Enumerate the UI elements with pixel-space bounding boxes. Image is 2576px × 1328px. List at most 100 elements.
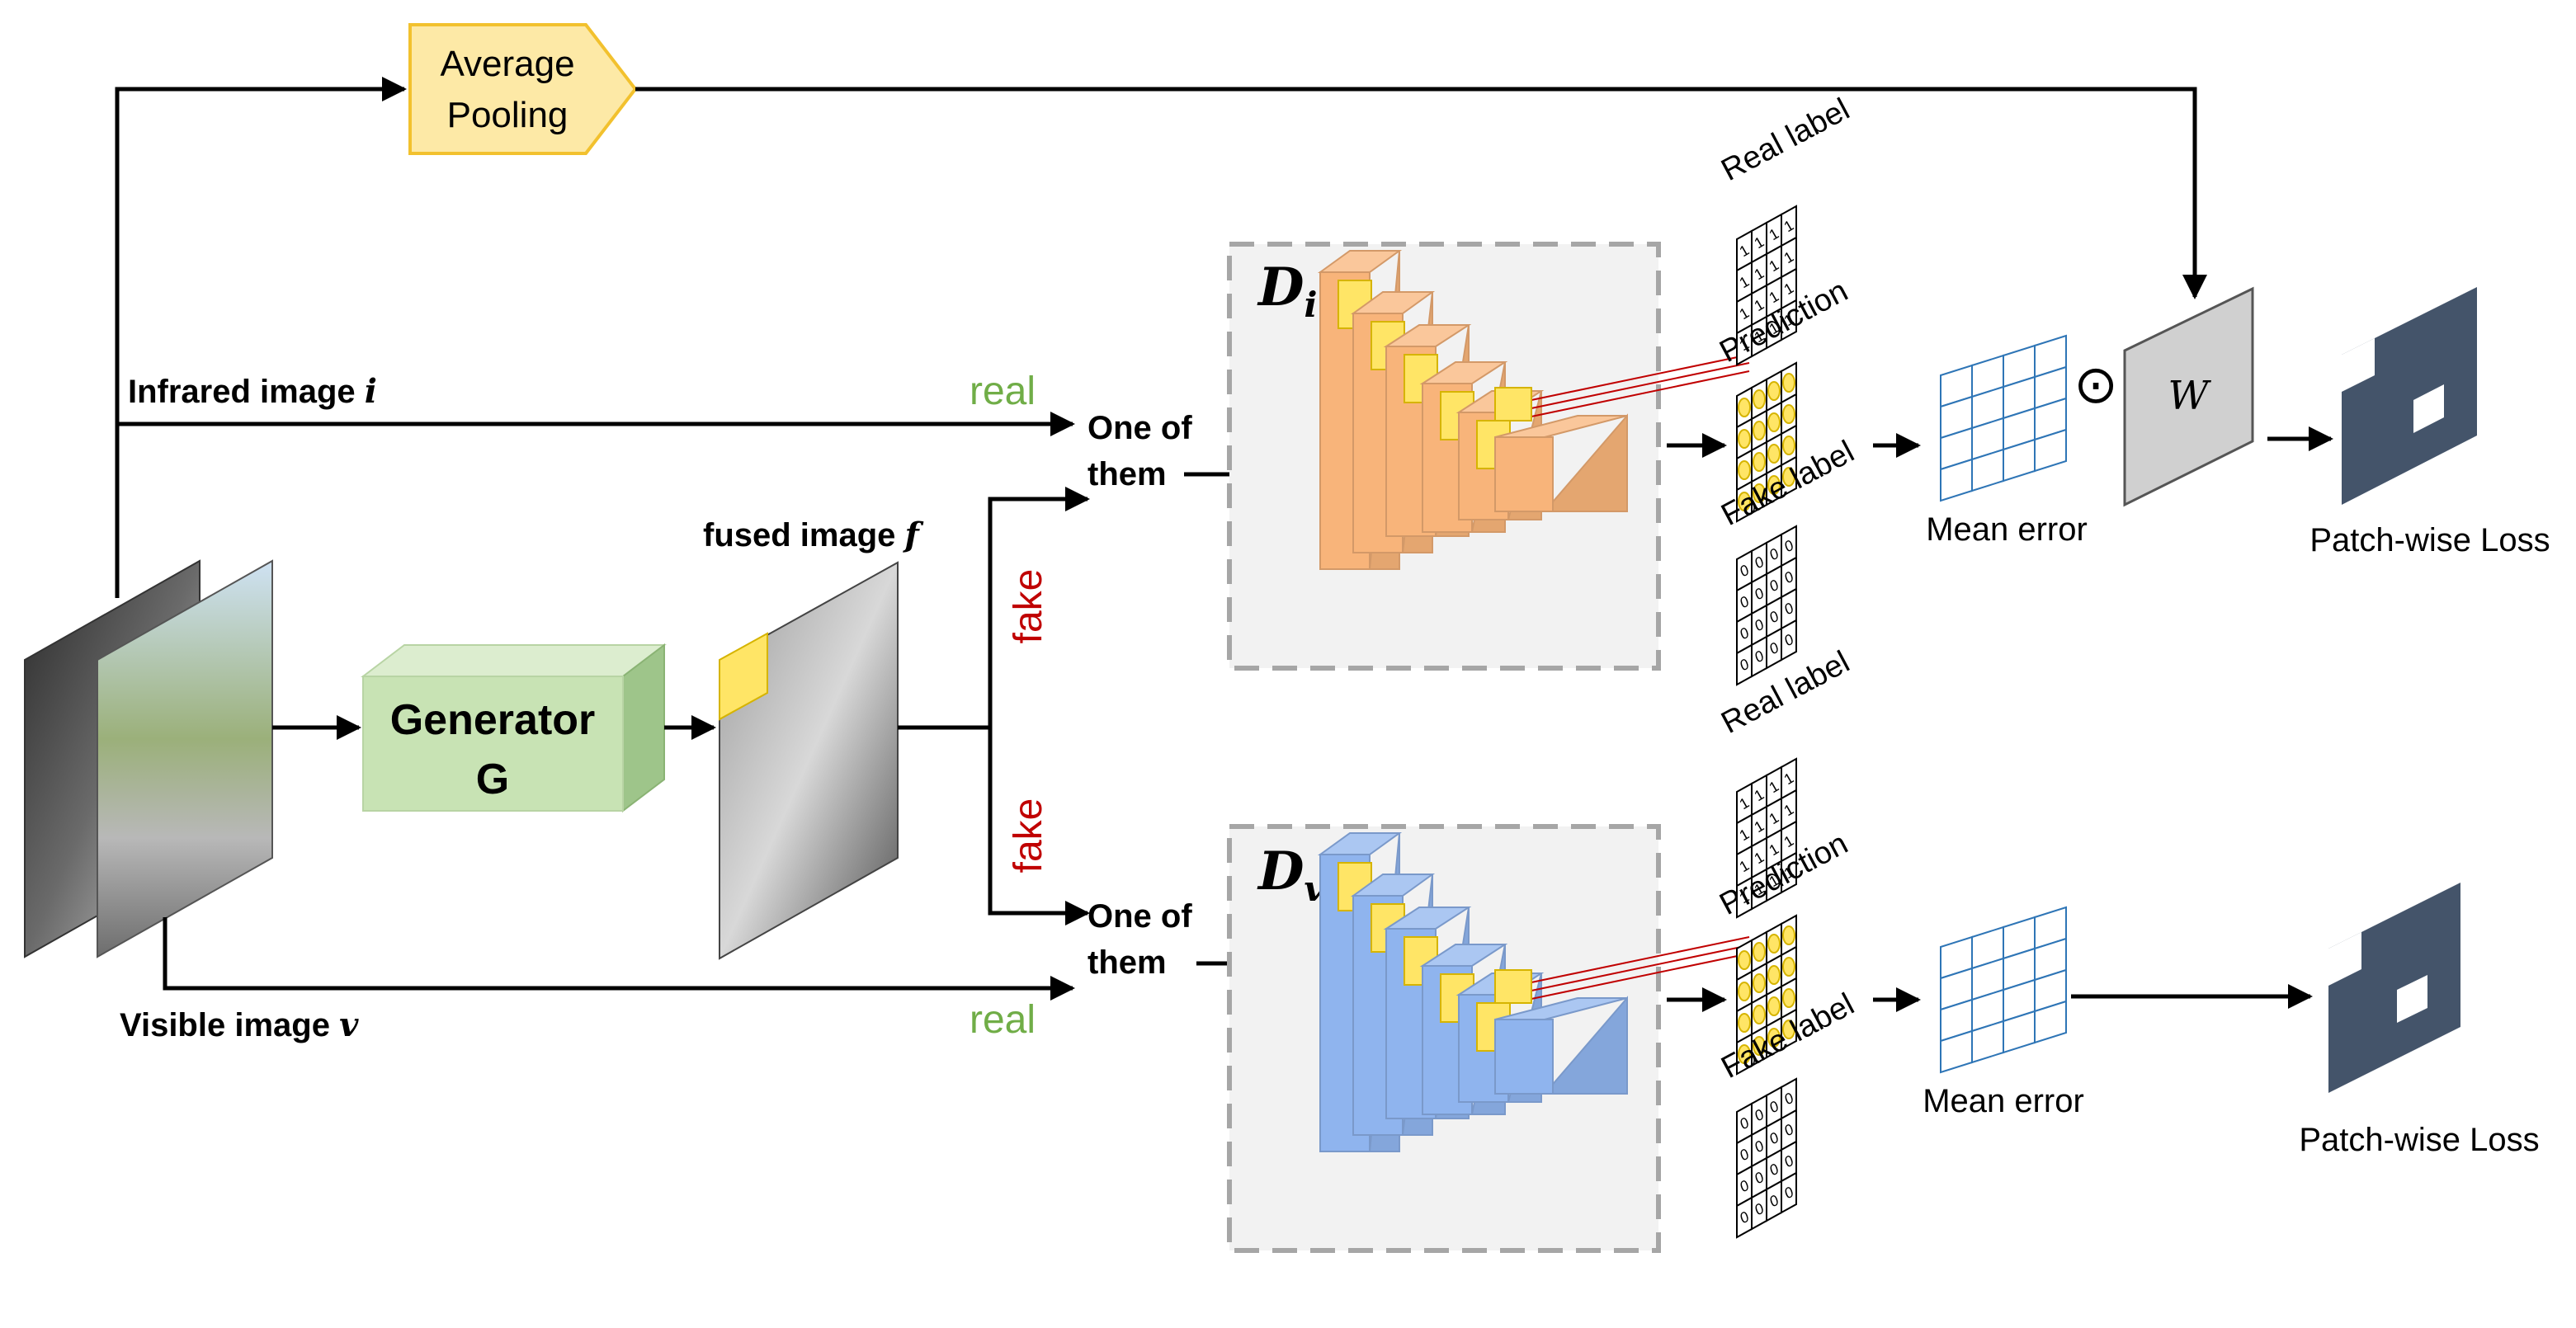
discriminator-v: Dv <box>1227 824 1750 1253</box>
disc-i-receptive-line-3 <box>1531 370 1750 417</box>
top-real-grid-cell-4-4 <box>1781 299 1797 341</box>
average-pooling-path: Average Pooling <box>115 23 2207 598</box>
disc-v-receptive-line-3 <box>1531 953 1750 1000</box>
bottom-prediction-dot-2-3 <box>1767 965 1781 985</box>
bottom-prediction-dot-4-2 <box>1753 1036 1766 1056</box>
mean-error-label-top: Mean error <box>1926 511 2088 548</box>
visible-real-arrow <box>163 917 1075 1001</box>
mean-error-grid-bottom <box>1940 906 2067 1074</box>
bottom-prediction-dot-2-4 <box>1782 957 1795 977</box>
disc-v-receptive-line-2 <box>1531 944 1750 991</box>
disc-i-layer-6-front <box>1494 436 1554 512</box>
generator-label-line1: Generator <box>390 696 596 744</box>
patch-loss-top-cell-1 <box>2342 338 2375 392</box>
fake-text-top: fake <box>1007 569 1050 644</box>
top-prediction-dot-4-1 <box>1738 492 1751 511</box>
discriminator-i: Di <box>1227 242 1750 671</box>
fused-image-label: fused image f <box>703 516 924 554</box>
disc-i-receptive-line-2 <box>1531 362 1750 409</box>
bottom-prediction-dot-4-4 <box>1782 1020 1795 1039</box>
top-prediction-dot-1-2 <box>1753 389 1766 409</box>
generator-front-face <box>362 676 624 812</box>
weight-map <box>2123 286 2254 507</box>
mean-error-bottom-cell-4-4 <box>2034 1000 2067 1044</box>
fake-to-bottom-arrow <box>988 728 1090 925</box>
average-pooling-block <box>408 23 638 155</box>
visible-real-text: real <box>970 998 1036 1042</box>
bottom-prediction-dot-1-4 <box>1782 925 1795 945</box>
top-prediction-dot-4-2 <box>1753 483 1766 503</box>
top-real-label-title: Real label <box>1716 92 1856 188</box>
discriminator-i-title: Di <box>1257 257 1317 325</box>
disc-v-receptive-line-1 <box>1531 936 1750 983</box>
mean-error-top-cell-4-4 <box>2034 428 2067 473</box>
bottom-prediction-dot-4-3 <box>1767 1028 1781 1048</box>
generator-label-line2: G <box>476 756 509 803</box>
bottom-prediction-dot-3-4 <box>1782 988 1795 1008</box>
patch-loss-map-top <box>2342 287 2477 505</box>
odot-operator: ⊙ <box>2074 355 2118 414</box>
patch-loss-bottom-cell-1 <box>2328 932 2361 986</box>
patch-loss-bottom-cell-2 <box>2397 975 2427 1023</box>
pooling-to-weight-arrow <box>635 87 2207 299</box>
top-prediction-dot-1-4 <box>1782 373 1795 393</box>
weight-map-label: W <box>2168 373 2211 419</box>
bottom-prediction-dot-2-1 <box>1738 982 1751 1001</box>
one-of-them-bottom-line1: One of <box>1087 898 1192 935</box>
visible-image <box>97 559 273 958</box>
bottom-real-grid-cell-4-4 <box>1781 851 1797 894</box>
generator-top-face <box>361 644 667 677</box>
top-prediction-dot-4-3 <box>1767 475 1781 495</box>
top-prediction-dot-3-3 <box>1767 444 1781 464</box>
mean-error-grid-top <box>1940 334 2067 502</box>
disc-i-layer-6-side <box>1542 413 1628 512</box>
bottom-fake-grid-cell-4-4 <box>1781 1171 1797 1214</box>
top-prediction-dot-2-4 <box>1782 404 1795 424</box>
top-prediction-dot-2-3 <box>1767 412 1781 432</box>
disc-v-layer-6-side <box>1542 996 1628 1095</box>
top-prediction-dot-1-1 <box>1738 398 1751 417</box>
patch-loss-bottom: Patch-wise Loss <box>2299 883 2540 1158</box>
fake-to-top-arrow <box>988 487 1090 728</box>
bottom-prediction-dot-3-2 <box>1753 1005 1766 1024</box>
bottom-prediction-dot-1-3 <box>1767 934 1781 954</box>
input-to-pooling-arrow <box>115 77 407 598</box>
bottom-prediction-dot-4-1 <box>1738 1044 1751 1064</box>
patch-loss-top: Patch-wise Loss <box>2309 287 2550 558</box>
fused-image-patch <box>719 632 768 721</box>
fake-text-bottom: fake <box>1007 798 1050 874</box>
top-prediction-dot-1-3 <box>1767 381 1781 401</box>
patch-loss-label-top: Patch-wise Loss <box>2309 522 2550 558</box>
bottom-prediction-dot-3-3 <box>1767 996 1781 1016</box>
top-prediction-dot-2-2 <box>1753 421 1766 440</box>
generator-block: Generator G <box>361 643 667 813</box>
patch-loss-label-bottom: Patch-wise Loss <box>2299 1122 2539 1158</box>
infrared-image-label: Infrared image i <box>128 372 377 411</box>
bottom-prediction-dot-1-1 <box>1738 950 1751 970</box>
disc-i-output-patch <box>1494 387 1532 421</box>
input-images <box>24 559 273 958</box>
mean-error-label-bottom: Mean error <box>1923 1083 2084 1119</box>
top-fake-grid-cell-4-4 <box>1781 619 1797 662</box>
top-prediction-dot-3-4 <box>1782 436 1795 455</box>
visible-image-label: Visible image v <box>120 1005 359 1044</box>
disc-i-receptive-line-1 <box>1531 354 1750 401</box>
infrared-real-text: real <box>970 370 1036 413</box>
fused-image <box>719 561 899 960</box>
pooling-label-line1: Average <box>440 44 574 84</box>
patch-loss-top-cell-2 <box>2413 384 2444 433</box>
one-of-them-top-line2: them <box>1087 456 1167 492</box>
bottom-prediction-dot-2-2 <box>1753 973 1766 993</box>
one-of-them-bottom-line2: them <box>1087 944 1167 981</box>
disc-v-layer-6-front <box>1494 1019 1554 1095</box>
bottom-prediction-dot-3-1 <box>1738 1013 1751 1033</box>
pooling-label-line2: Pooling <box>447 95 569 135</box>
discriminator-i-layers <box>1317 250 1750 570</box>
top-prediction-dot-3-2 <box>1753 452 1766 472</box>
one-of-them-top-line1: One of <box>1087 410 1192 446</box>
top-prediction-dot-4-4 <box>1782 467 1795 487</box>
